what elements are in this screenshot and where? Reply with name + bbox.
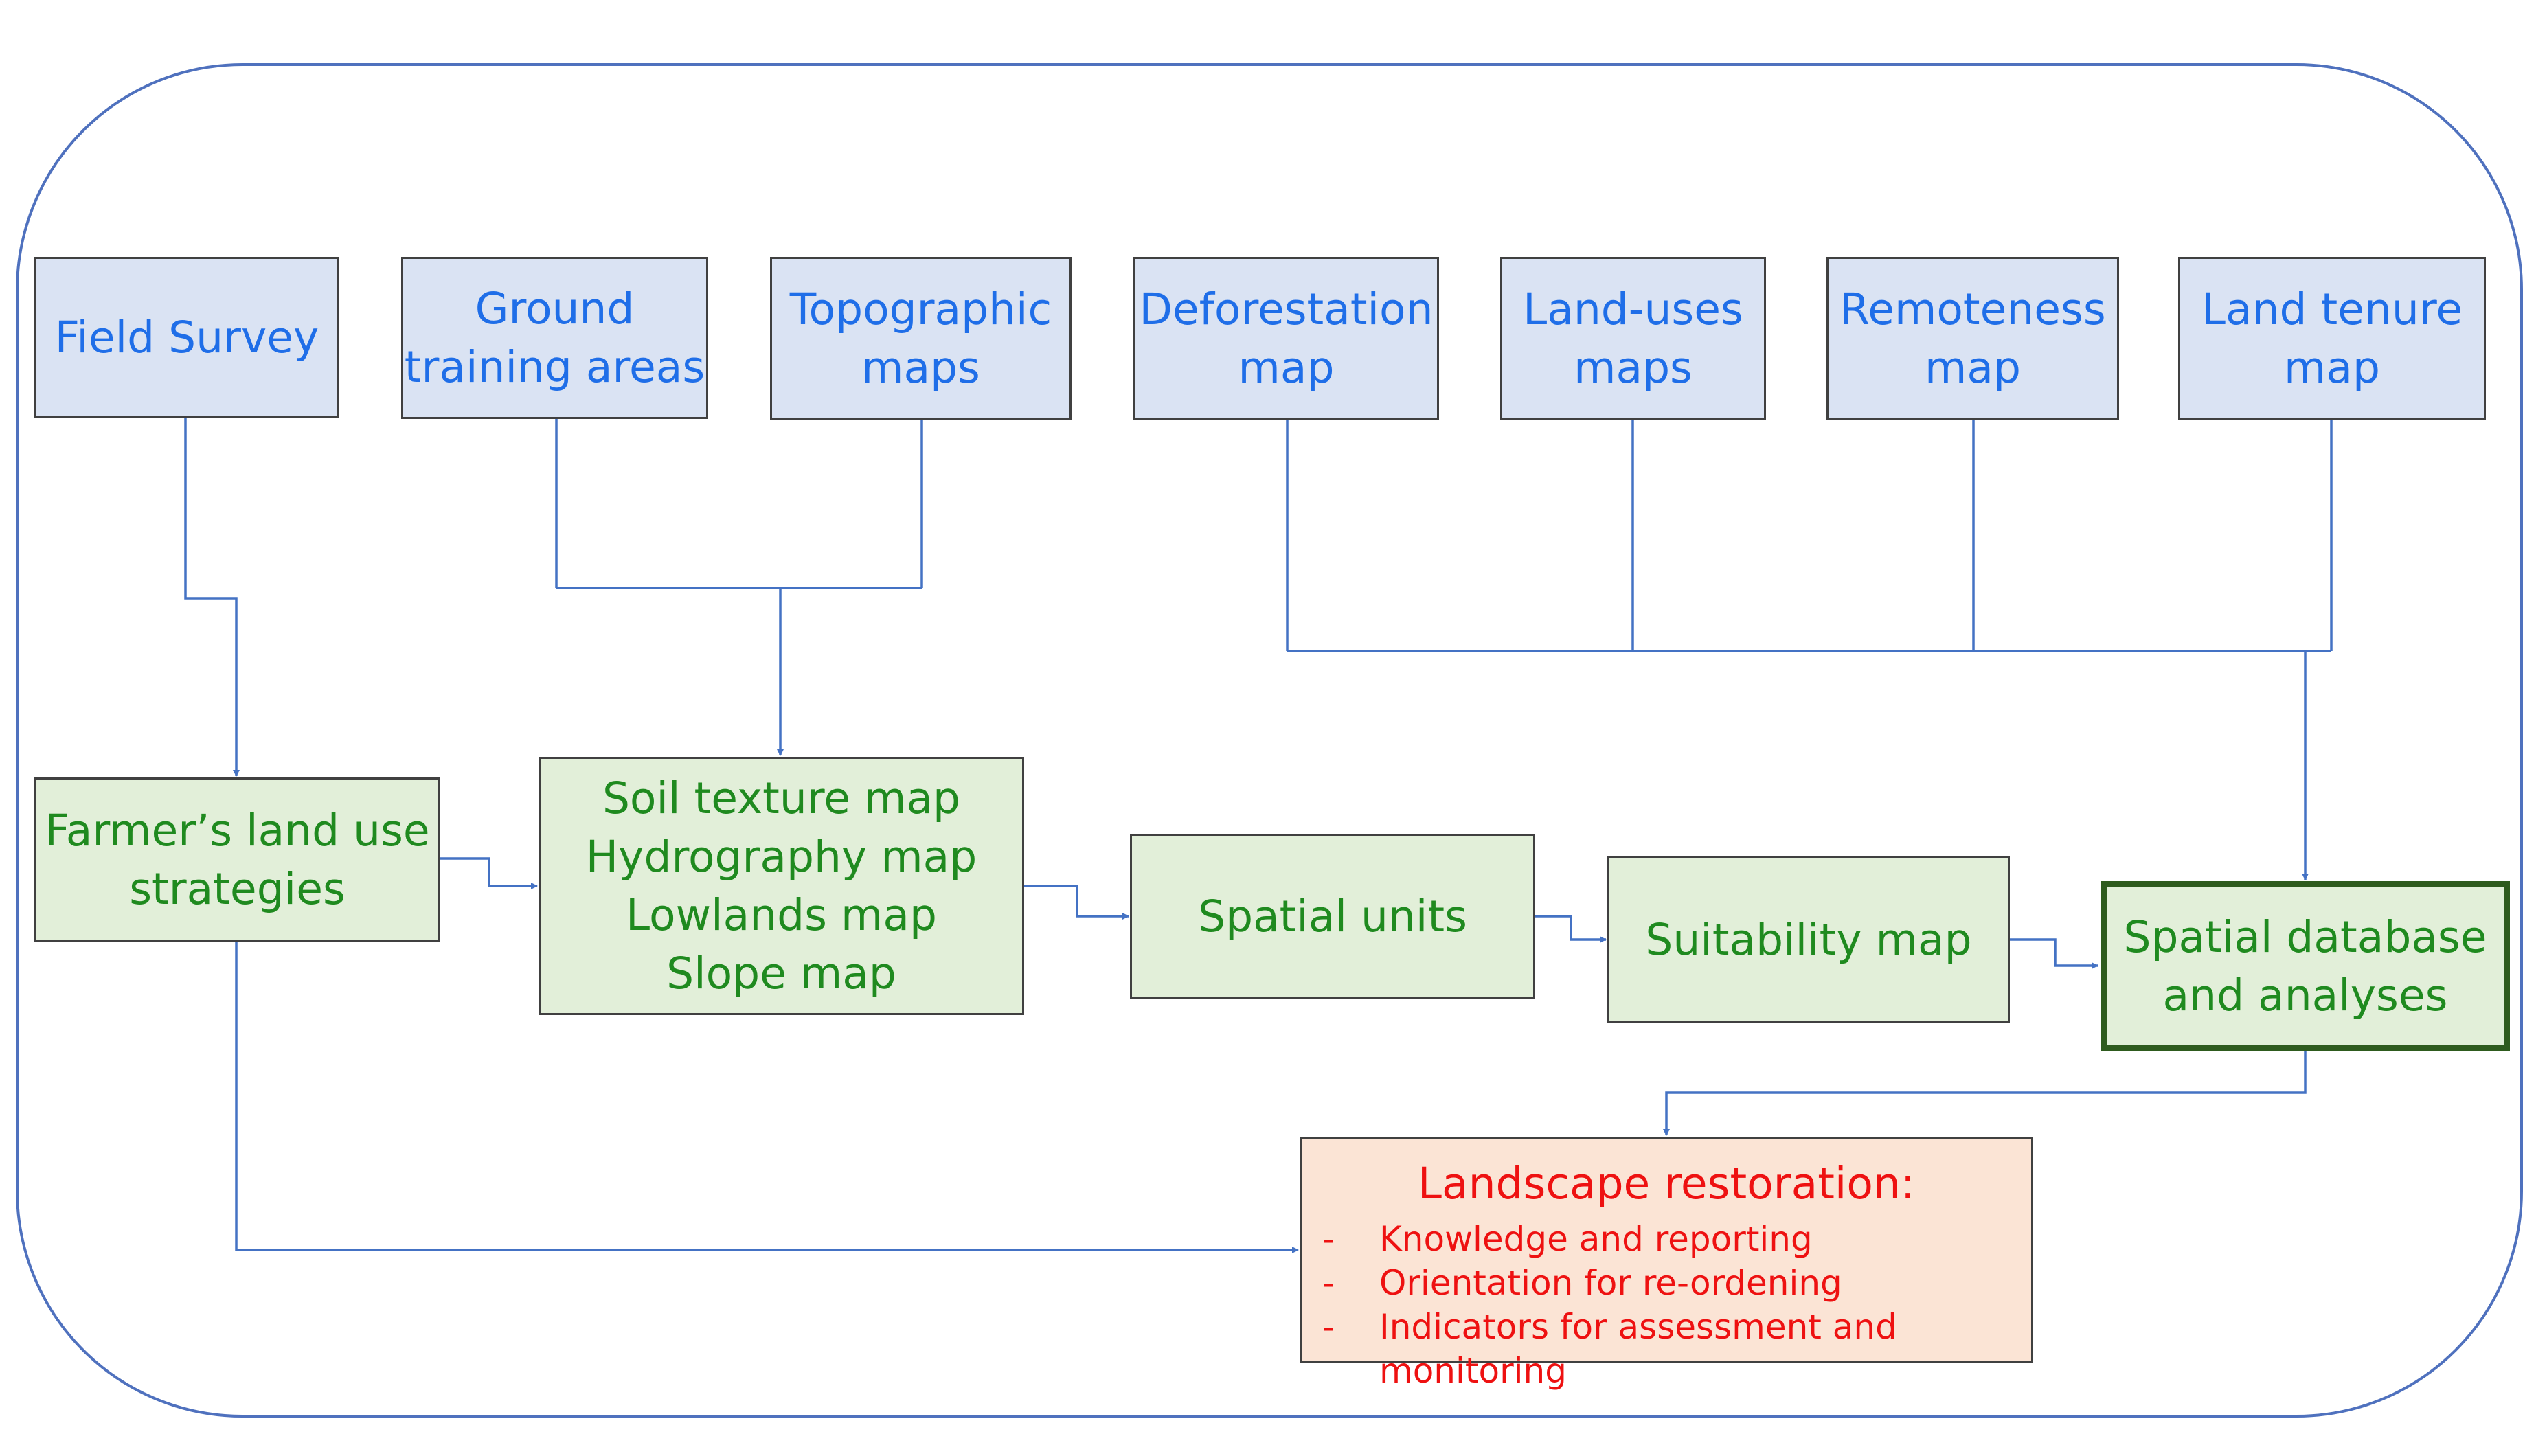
ground-training-areas-label: Ground training areas [404,284,705,392]
box-soil-hydrography-lowlands-slope: Soil texture map Hydrography map Lowland… [539,757,1024,1015]
bullet-item: - Indicators for assessment and monitorin… [1302,1305,2031,1393]
box-land-uses-maps: Land-uses maps [1500,257,1766,420]
field-survey-label: Field Survey [54,312,319,363]
connector-suitability-to-spatial-database [2010,938,2098,969]
box-remoteness-map: Remoteness map [1826,257,2119,420]
box-topographic-maps: Topographic maps [770,257,1072,420]
land-uses-maps-label: Land-uses maps [1523,284,1743,393]
suitability-map-label: Suitability map [1645,914,1972,965]
bullet-text: Knowledge and reporting [1379,1219,1813,1259]
connector-field-survey-to-farmers [184,418,240,777]
land-tenure-map-label: Land tenure map [2201,284,2463,393]
deforestation-map-label: Deforestation map [1139,284,1434,393]
box-spatial-units: Spatial units [1130,834,1535,999]
box-suitability-map: Suitability map [1607,856,2010,1023]
connector-soil-maps-to-spatial-units [1024,885,1129,920]
restoration-bullet-list: - Knowledge and reporting - Orientation fo… [1302,1217,2031,1393]
box-field-survey: Field Survey [34,257,339,418]
connector-spatial-database-to-restoration [1663,1051,2307,1136]
bullet-text: Indicators for assessment and monitoring [1379,1307,1897,1391]
bullet-marker: - [1322,1219,1335,1259]
connector-farmers-to-restoration [235,942,1299,1253]
connector-spatial-units-to-suitability [1535,915,1607,943]
connector-farmers-to-soil-maps [440,857,538,889]
box-land-tenure-map: Land tenure map [2178,257,2486,420]
box-deforestation-map: Deforestation map [1133,257,1439,420]
landscape-restoration-title: Landscape restoration: [1417,1159,1916,1209]
box-farmers-land-use-strategies: Farmer’s land use strategies [34,777,440,942]
bullet-item: - Knowledge and reporting [1302,1217,2031,1261]
bullet-marker: - [1322,1307,1335,1347]
bullet-marker: - [1322,1263,1335,1303]
farmers-land-use-label: Farmer’s land use strategies [45,806,430,914]
rounded-frame [16,63,2523,1418]
topographic-maps-label: Topographic maps [789,284,1052,393]
box-landscape-restoration: Landscape restoration: - Knowledge and re… [1300,1137,2033,1391]
remoteness-map-label: Remoteness map [1840,284,2106,393]
soil-maps-label: Soil texture map Hydrography map Lowland… [585,773,977,999]
box-spatial-database: Spatial database and analyses [2101,881,2510,1051]
box-ground-training-areas: Ground training areas [401,257,708,419]
spatial-units-label: Spatial units [1198,891,1467,942]
bullet-item: - Orientation for re-ordening [1302,1261,2031,1305]
spatial-database-label: Spatial database and analyses [2123,911,2487,1021]
bullet-text: Orientation for re-ordening [1379,1263,1842,1303]
